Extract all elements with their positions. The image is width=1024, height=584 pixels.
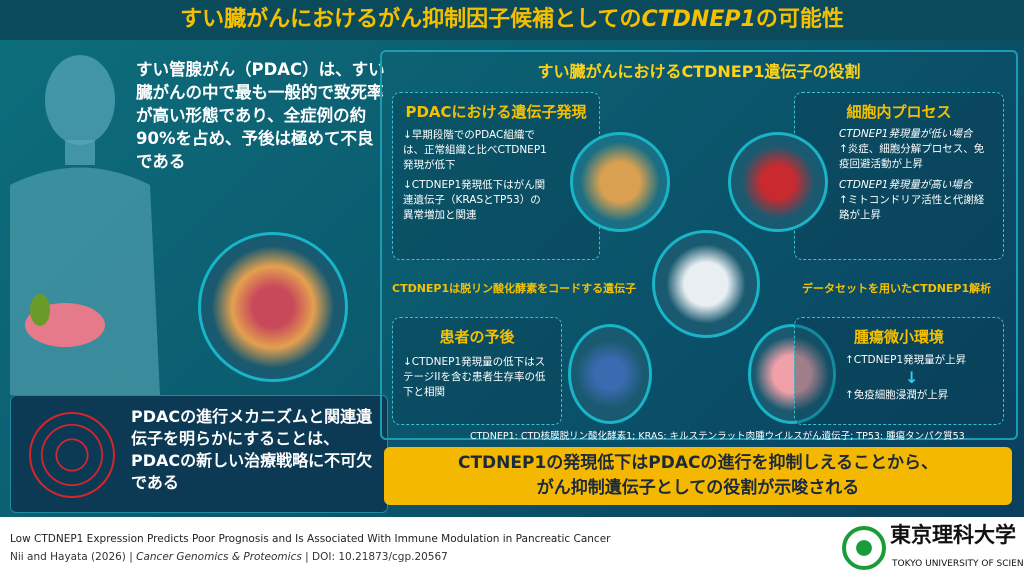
- journal: Cancer Genomics & Proteomics: [136, 551, 302, 563]
- research-significance-box: PDACの進行メカニズムと関連遺伝子を明らかにすることは、PDACの新しい治療戦…: [10, 395, 388, 513]
- human-body-illustration: [10, 55, 160, 395]
- authors: Nii and Hayata (2026): [10, 551, 126, 563]
- laptop-dna-illustration: [652, 230, 760, 338]
- expression-box: PDACにおける遺伝子発現 ↓早期段階でのPDAC組織では、正常組織と比べCTD…: [392, 92, 600, 260]
- university-seal-logo: [842, 526, 886, 570]
- conclusion-line1: CTDNEP1の発現低下はPDACの進行を抑制しえることから、: [457, 453, 938, 473]
- glossary: CTDNEP1: CTD核膜脱リン酸化酵素1; KRAS: キルステンラット肉腫…: [470, 431, 965, 442]
- cell-low: CTDNEP1発現量が低い場合: [839, 128, 973, 140]
- gene-role-panel: すい臓がんにおけるCTDNEP1遺伝子の役割 PDACにおける遺伝子発現 ↓早期…: [380, 50, 1018, 440]
- prognosis-item: ↓CTDNEP1発現量の低下はステージIIを含む患者生存率の低下と相関: [403, 356, 546, 398]
- panel-title: すい臓がんにおけるCTDNEP1遺伝子の役割: [537, 62, 861, 81]
- pdac-description: すい管腺がん（PDAC）は、すい臓がんの中で最も一般的で致死率が高い形態であり、…: [136, 60, 385, 171]
- cell-low-item: ↑炎症、細胞分解プロセス、免疫回避活動が上昇: [839, 143, 985, 170]
- tme-line2: ↑免疫細胞浸潤が上昇: [845, 389, 949, 401]
- logo-japanese: 東京理科大学: [890, 523, 1016, 547]
- gene-function-label: CTDNEP1は脱リン酸化酵素をコードする遺伝子: [392, 282, 637, 295]
- prognosis-heading: 患者の予後: [439, 328, 515, 346]
- significance-text: PDACの進行メカニズムと関連遺伝子を明らかにすることは、PDACの新しい治療戦…: [131, 407, 373, 492]
- magnifier-pancreas-illustration: [570, 132, 670, 232]
- logo-english: TOKYO UNIVERSITY OF SCIENCE: [892, 559, 1024, 569]
- prognosis-box: 患者の予後 ↓CTDNEP1発現量の低下はステージIIを含む患者生存率の低下と相…: [392, 317, 562, 425]
- conclusion-box: CTDNEP1の発現低下はPDACの進行を抑制しえることから、 がん抑制遺伝子と…: [384, 447, 1012, 505]
- tme-heading: 腫瘍微小環境: [853, 328, 944, 346]
- citation: Nii and Hayata (2026) | Cancer Genomics …: [10, 551, 448, 563]
- dataset-analysis-label: データセットを用いたCTDNEP1解析: [802, 282, 992, 295]
- paper-title: Low CTDNEP1 Expression Predicts Poor Pro…: [10, 533, 611, 545]
- cell-high-item: ↑ミトコンドリア活性と代謝経路が上昇: [839, 194, 985, 221]
- expression-item: ↓CTDNEP1発現低下はがん関連遺伝子（KRASとTP53）の異常増加と関連: [403, 179, 546, 221]
- infographic: すい臓がんにおけるがん抑制因子候補としてのCTDNEP1の可能性 すい管腺がん（…: [0, 0, 1024, 517]
- cells-illustration: [728, 132, 828, 232]
- title-post: の可能性: [755, 7, 844, 32]
- tme-line1: ↑CTDNEP1発現量が上昇: [845, 354, 967, 366]
- tme-box: 腫瘍微小環境 ↑CTDNEP1発現量が上昇 ↓ ↑免疫細胞浸潤が上昇: [794, 317, 1004, 425]
- target-icon: [29, 412, 115, 498]
- expression-heading: PDACにおける遺伝子発現: [405, 103, 587, 121]
- doi[interactable]: DOI: 10.21873/cgp.20567: [312, 551, 448, 563]
- cell-heading: 細胞内プロセス: [846, 103, 952, 121]
- page-title: すい臓がんにおけるがん抑制因子候補としてのCTDNEP1の可能性: [0, 0, 1024, 40]
- tumor-microenvironment-illustration: [748, 324, 836, 424]
- patient-iv-illustration: [568, 324, 652, 424]
- title-gene: CTDNEP1: [641, 7, 756, 32]
- arrow-down-icon: ↓: [905, 368, 919, 387]
- title-pre: すい臓がんにおけるがん抑制因子候補としての: [180, 7, 642, 32]
- conclusion-line2: がん抑制遺伝子としての役割が示唆される: [536, 478, 860, 498]
- cell-high: CTDNEP1発現量が高い場合: [839, 179, 973, 191]
- pancreas-illustration: [198, 232, 348, 382]
- expression-item: ↓早期段階でのPDAC組織では、正常組織と比べCTDNEP1発現が低下: [403, 129, 547, 171]
